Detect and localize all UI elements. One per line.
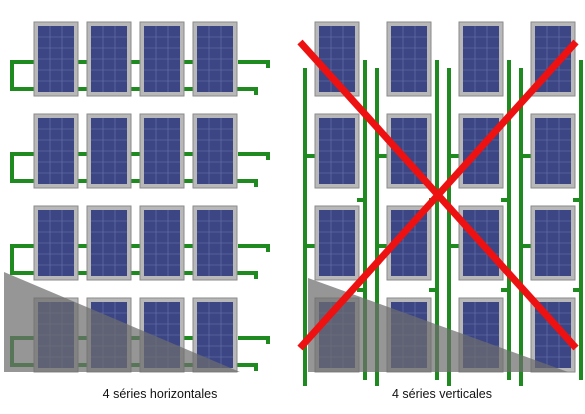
cross-out-mark (297, 39, 579, 351)
panel-v-r3-c1-cell-grid (319, 210, 355, 276)
panel-h-r2-c3-cell-grid (144, 118, 180, 184)
panel-h-r1-c2 (86, 21, 132, 97)
caption-vertical: 4 séries verticales (391, 387, 493, 401)
panel-h-r1-c4 (192, 21, 238, 97)
panel-h-r2-c1-cell-grid (38, 118, 74, 184)
panel-v-r2-c1 (314, 113, 360, 189)
series-loop-column-4 (519, 60, 583, 386)
panel-h-r1-c1 (33, 21, 79, 97)
panel-h-r1-c1-cell-grid (38, 26, 74, 92)
panel-h-r4-c4-cell-grid (197, 302, 233, 368)
panel-h-r3-c2 (86, 205, 132, 281)
panel-h-r1-c3-cell-grid (144, 26, 180, 92)
panel-v-r2-c1-cell-grid (319, 118, 355, 184)
panel-h-r1-c2-cell-grid (91, 26, 127, 92)
panel-v-r3-c1 (314, 205, 360, 281)
panel-v-r1-c3-cell-grid (463, 26, 499, 92)
panel-h-r2-c4 (192, 113, 238, 189)
series-loop-column-3 (447, 60, 511, 386)
panel-h-r1-c4-cell-grid (197, 26, 233, 92)
panel-h-r2-c4-cell-grid (197, 118, 233, 184)
panel-v-r3-c4-cell-grid (535, 210, 571, 276)
panel-h-r1-c3 (139, 21, 185, 97)
panel-v-r1-c2 (386, 21, 432, 97)
panel-h-r2-c2 (86, 113, 132, 189)
panel-h-r3-c4 (192, 205, 238, 281)
shadow-left (4, 272, 240, 372)
panel-v-r2-c4-cell-grid (535, 118, 571, 184)
panel-h-r3-c1 (33, 205, 79, 281)
panel-h-r3-c3-cell-grid (144, 210, 180, 276)
panel-v-r3-c4 (530, 205, 576, 281)
panel-v-r1-c1-cell-grid (319, 26, 355, 92)
vertical-series-wiring (303, 60, 583, 386)
series-loop-column-1 (303, 60, 367, 386)
panel-h-r3-c3 (139, 205, 185, 281)
caption-horizontal: 4 séries horizontales (102, 387, 218, 401)
panel-v-r1-c2-cell-grid (391, 26, 427, 92)
panel-v-r1-c3 (458, 21, 504, 97)
panel-h-r2-c1 (33, 113, 79, 189)
panel-h-r3-c1-cell-grid (38, 210, 74, 276)
panel-h-r2-c2-cell-grid (91, 118, 127, 184)
shadow-right (308, 278, 568, 372)
panel-h-r3-c2-cell-grid (91, 210, 127, 276)
panel-h-r3-c4-cell-grid (197, 210, 233, 276)
panel-h-r2-c3 (139, 113, 185, 189)
cross-line-2 (297, 39, 579, 351)
panel-v-r2-c4 (530, 113, 576, 189)
